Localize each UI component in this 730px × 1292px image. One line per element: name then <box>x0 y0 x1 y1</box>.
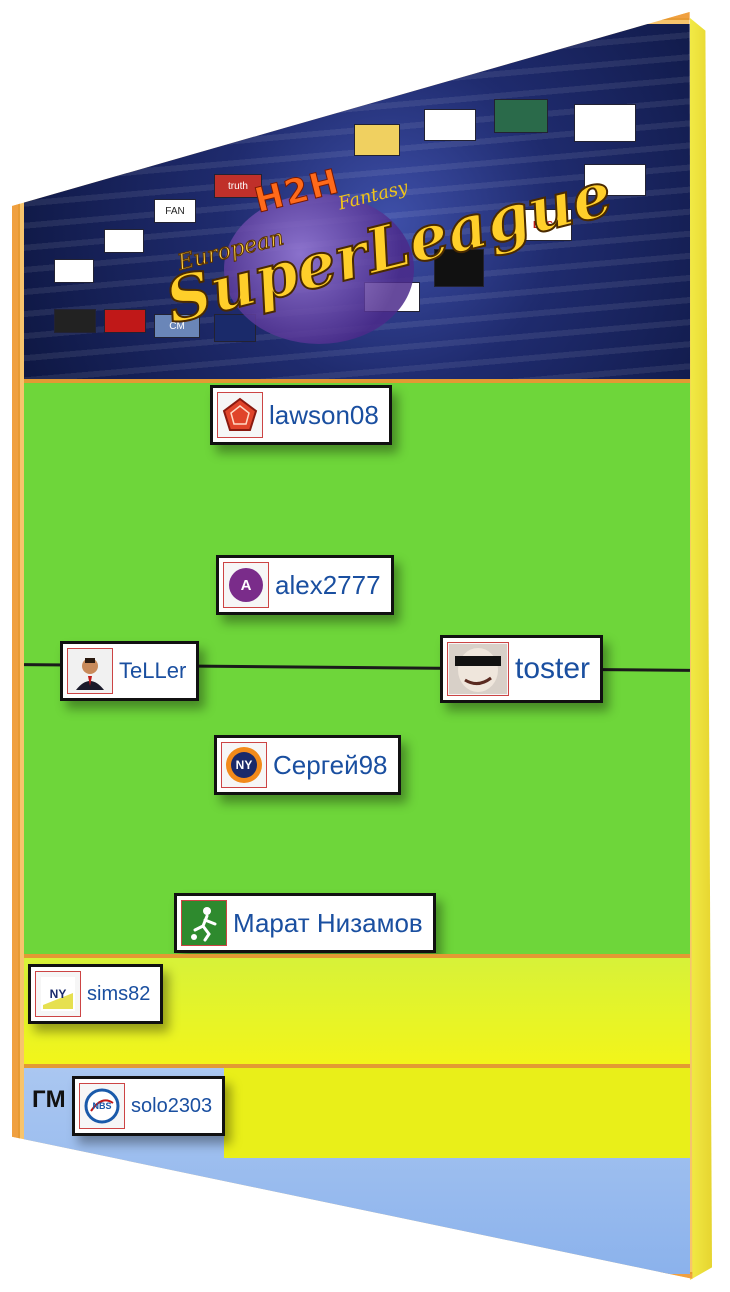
sponsor-logo-plain <box>434 249 484 287</box>
sponsor-logo-text: FAN <box>165 205 185 217</box>
player-name: sims82 <box>87 982 151 1005</box>
player-name: TeLLer <box>119 658 187 683</box>
player-name: Марат Низамов <box>233 907 423 938</box>
player-name: lawson08 <box>269 399 379 430</box>
player-name: Сергей98 <box>273 749 388 780</box>
avatar-text: NY <box>235 758 253 772</box>
gm-yellow-strip <box>224 1068 690 1158</box>
avatar-text: NY <box>49 987 67 1001</box>
sponsor-logo: truth <box>214 174 262 198</box>
player-card-lw[interactable]: TeLLer <box>60 641 200 701</box>
league-banner: truth FAN CM BTS H2H Fantasy European Su… <box>24 24 690 379</box>
nbs-logo-icon: NBS <box>79 1083 125 1129</box>
player-card-st[interactable]: Марат Низамов <box>174 893 436 953</box>
player-card-gk[interactable]: lawson08 <box>210 385 392 445</box>
gm-player-card[interactable]: NBS solo2303 <box>72 1076 226 1136</box>
football-icon <box>224 194 414 344</box>
sponsor-logo-text: BTS <box>533 219 553 231</box>
sponsor-logo-plain <box>584 164 646 196</box>
man-portrait-icon <box>67 648 113 694</box>
soccer-player-icon <box>181 900 227 946</box>
player-name: alex2777 <box>275 569 381 600</box>
sponsor-logo-plain <box>54 309 96 333</box>
player-name: toster <box>515 652 591 685</box>
sponsor-logo-plain <box>424 109 476 141</box>
sponsor-logo-plain <box>104 229 144 253</box>
sponsor-logo: FAN <box>154 199 196 223</box>
board-side-edge <box>690 18 712 1280</box>
sponsor-logo-text: truth <box>227 180 248 192</box>
ny-team-logo-icon: NY <box>35 971 81 1017</box>
player-card-am[interactable]: NY Сергей98 <box>214 735 401 795</box>
sponsor-logo-text: CM <box>169 320 185 332</box>
bench-zone: NY sims82 <box>24 954 690 1064</box>
ny-team-logo-icon: NY <box>221 742 267 788</box>
avatar-letter: A <box>240 576 252 594</box>
avatar-text: NBS <box>92 1101 112 1111</box>
sponsor-logo-plain <box>494 99 548 133</box>
gm-label: ГМ <box>32 1086 66 1113</box>
sponsor-logo-plain <box>574 104 636 142</box>
sponsor-logo: CM <box>154 314 200 338</box>
sponsor-logo-plain <box>354 124 400 156</box>
pitch: lawson08 A alex2777 TeLLer toster <box>23 379 691 954</box>
player-card-cm[interactable]: A alex2777 <box>216 555 394 615</box>
pentagon-crest-icon <box>217 392 263 438</box>
player-name: solo2303 <box>131 1094 213 1117</box>
player-card-rw[interactable]: toster <box>440 635 604 703</box>
sponsor-logo-plain <box>54 259 94 283</box>
bench-player-card[interactable]: NY sims82 <box>28 964 164 1024</box>
masked-face-icon <box>447 642 509 696</box>
gm-zone: ГМ NBS solo2303 <box>24 1064 690 1274</box>
sponsor-logo-plain <box>104 309 146 333</box>
team-board: truth FAN CM BTS H2H Fantasy European Su… <box>12 12 693 1279</box>
letter-a-badge-icon: A <box>223 562 269 608</box>
sponsor-logo: BTS <box>514 209 572 241</box>
